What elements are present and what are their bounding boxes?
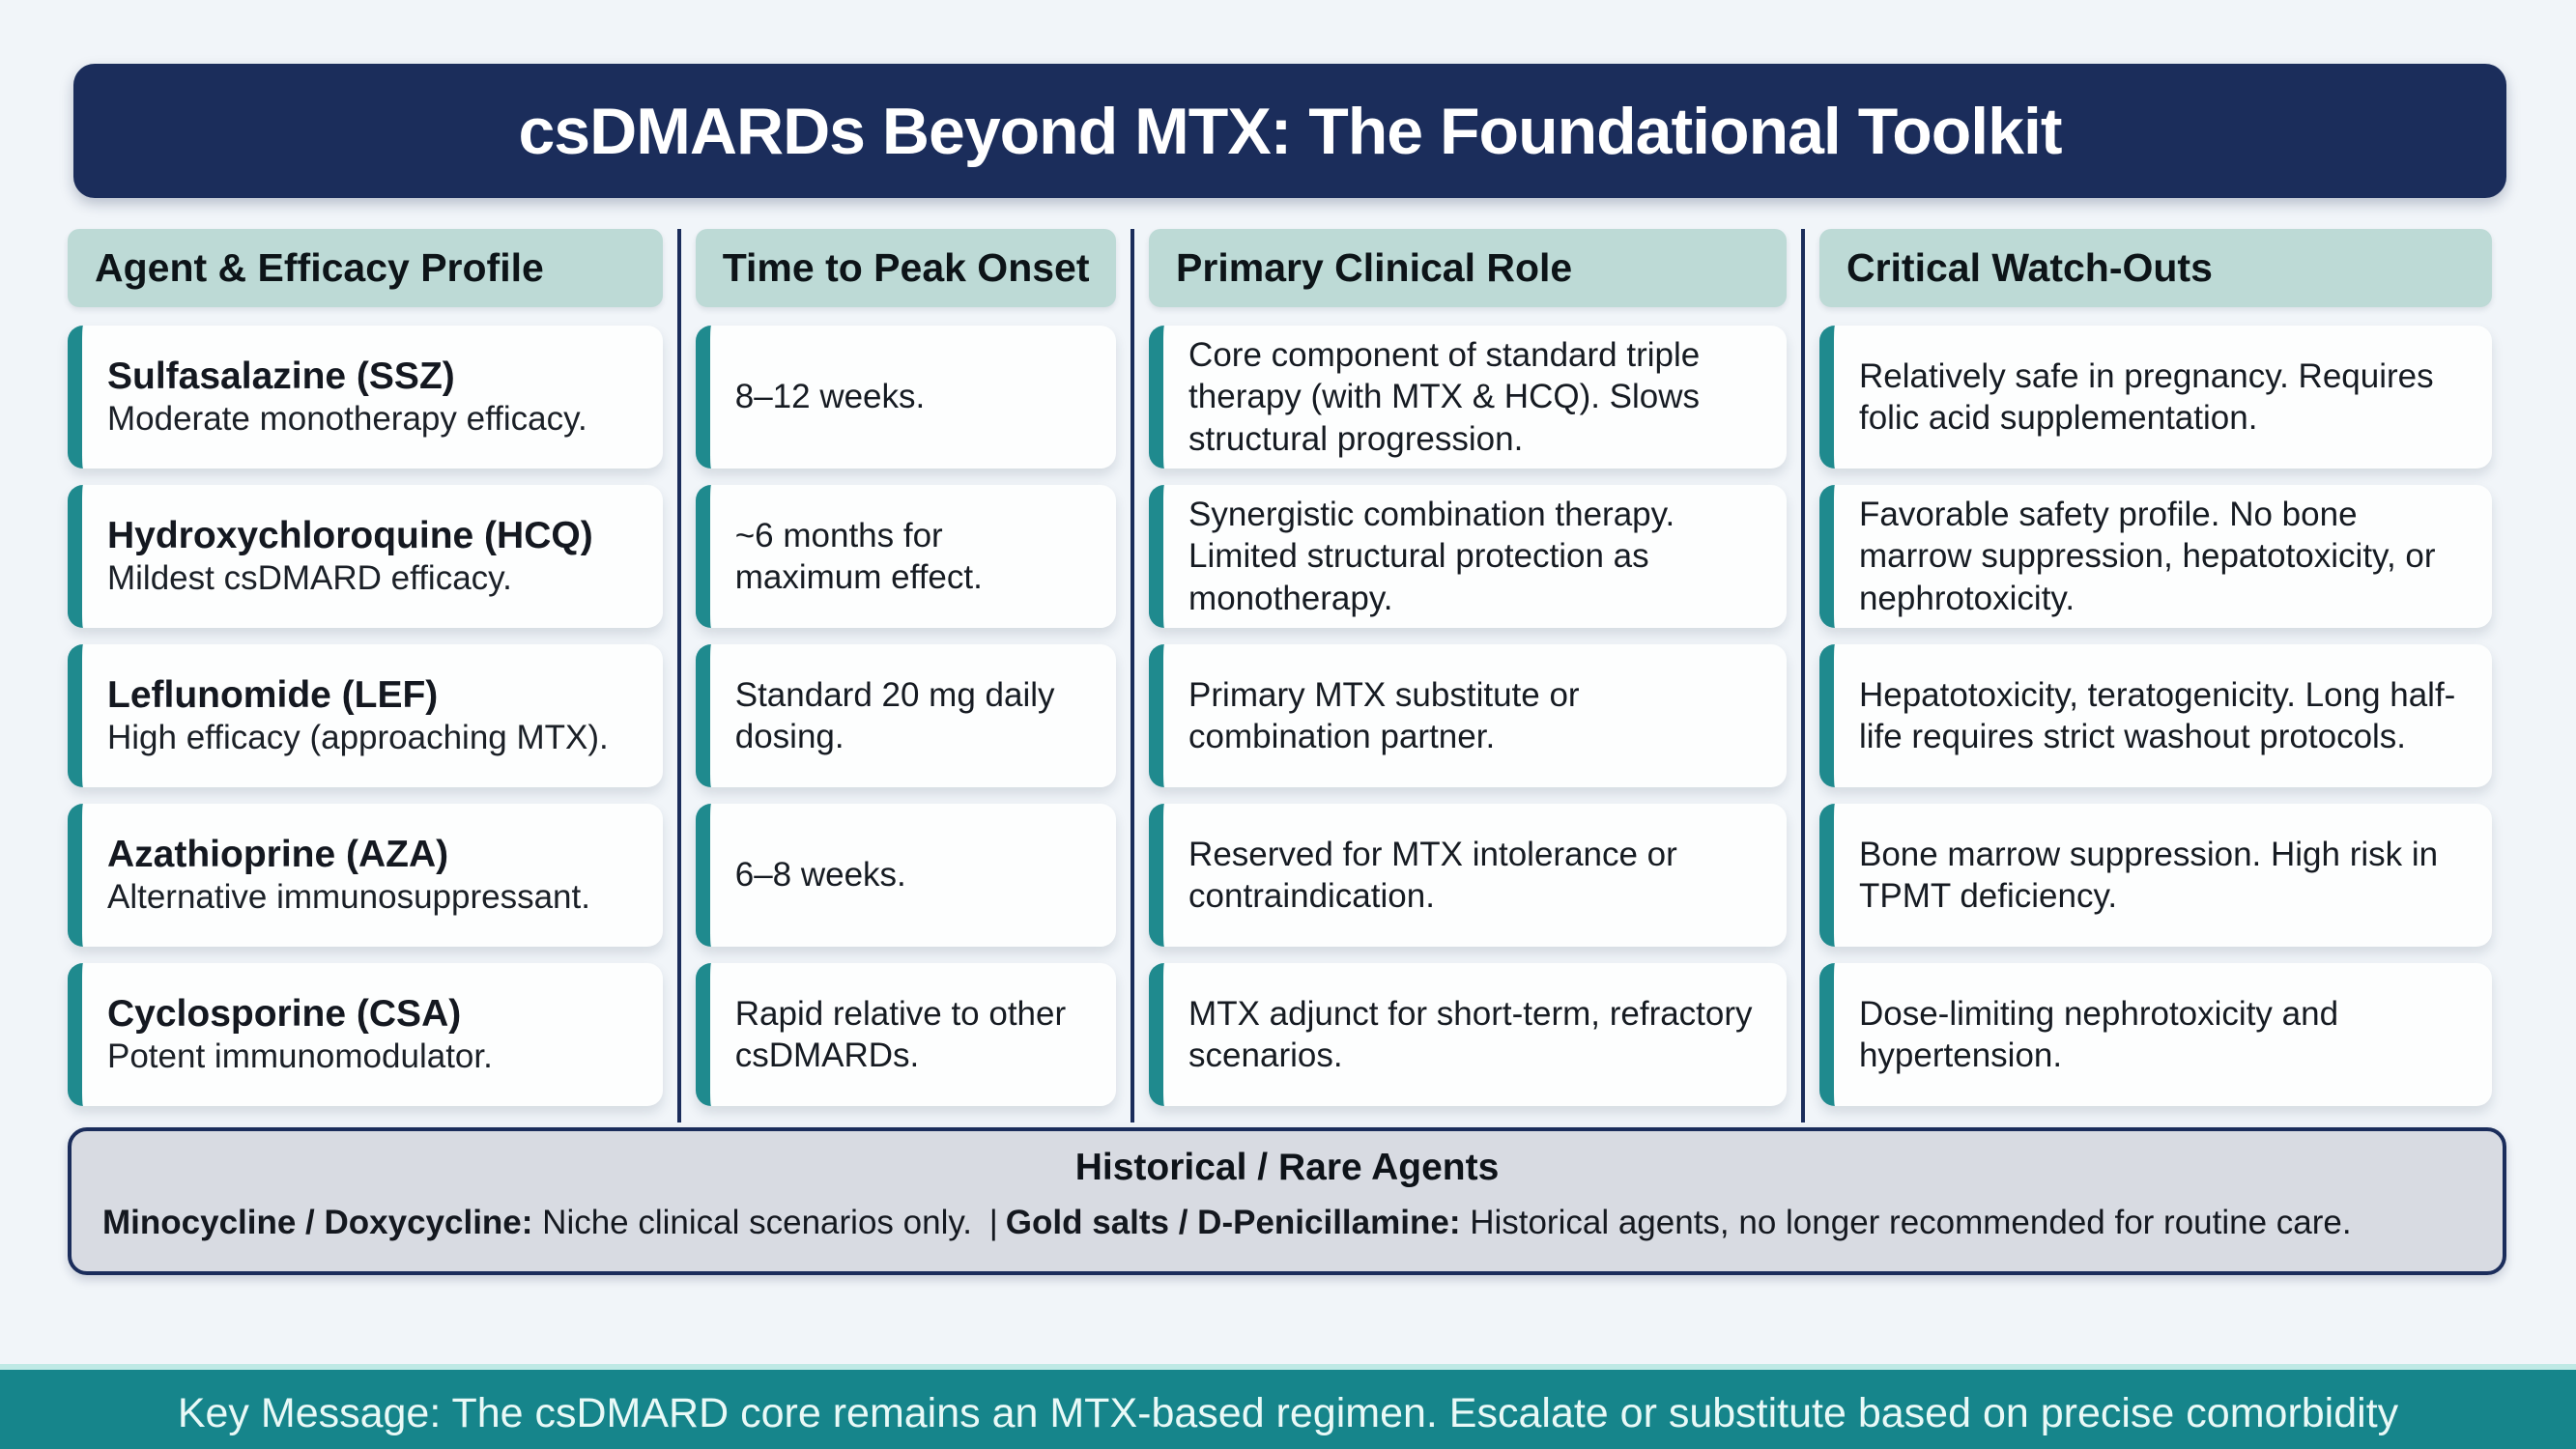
key-message-line1: Key Message: The csDMARD core remains an… (177, 1390, 2399, 1436)
watchout-card-aza: Bone marrow suppression. High risk in TP… (1818, 804, 2492, 947)
agent-card-csa: Cyclosporine (CSA) Potent immunomodulato… (68, 963, 663, 1106)
role-text: MTX adjunct for short-term, refractory s… (1188, 994, 1753, 1074)
column-header-onset: Time to Peak Onset (695, 229, 1117, 307)
drug-efficacy: Mildest csDMARD efficacy. (107, 559, 512, 598)
role-card-hcq: Synergistic combination therapy. Limited… (1149, 485, 1787, 628)
column-onset: Time to Peak Onset 8–12 weeks. ~6 months… (676, 229, 1131, 1122)
column-clinical-role: Primary Clinical Role Core component of … (1131, 229, 1801, 1122)
watchout-card-lef: Hepatotoxicity, teratogenicity. Long hal… (1818, 644, 2492, 787)
drug-efficacy: Alternative immunosuppressant. (107, 878, 590, 917)
onset-card-csa: Rapid relative to other csDMARDs. (695, 963, 1117, 1106)
onset-card-hcq: ~6 months for maximum effect. (695, 485, 1117, 628)
watchout-text: Favorable safety profile. No bone marrow… (1858, 495, 2436, 617)
historical-body: Minocycline / Doxycycline: Niche clinica… (102, 1203, 2472, 1243)
onset-text: ~6 months for maximum effect. (734, 516, 983, 596)
page-title: csDMARDs Beyond MTX: The Foundational To… (518, 94, 2062, 168)
column-agent-efficacy: Agent & Efficacy Profile Sulfasalazine (… (68, 229, 677, 1122)
key-message-footer: Key Message: The csDMARD core remains an… (0, 1364, 2576, 1449)
column-header-watchouts: Critical Watch-Outs (1818, 229, 2492, 307)
agent-card-aza: Azathioprine (AZA) Alternative immunosup… (68, 804, 663, 947)
drug-efficacy: High efficacy (approaching MTX). (107, 719, 609, 757)
watchout-text: Bone marrow suppression. High risk in TP… (1858, 835, 2439, 915)
historical-item1-text: Niche clinical scenarios only. (532, 1204, 982, 1241)
drug-name: Hydroxychloroquine (HCQ) (107, 514, 593, 556)
role-card-ssz: Core component of standard triple therap… (1149, 326, 1787, 469)
agent-card-lef: Leflunomide (LEF) High efficacy (approac… (68, 644, 663, 787)
historical-item2-label: Gold salts / D-Penicillamine: (1005, 1204, 1461, 1241)
watchout-text: Hepatotoxicity, teratogenicity. Long hal… (1858, 675, 2456, 755)
title-banner: csDMARDs Beyond MTX: The Foundational To… (73, 64, 2506, 198)
csdmards-infographic: csDMARDs Beyond MTX: The Foundational To… (0, 64, 2576, 1449)
drug-name: Cyclosporine (CSA) (107, 992, 462, 1035)
key-message-text: Key Message: The csDMARD core remains an… (104, 1370, 2472, 1449)
agent-card-hcq: Hydroxychloroquine (HCQ) Mildest csDMARD… (68, 485, 663, 628)
watchout-card-hcq: Favorable safety profile. No bone marrow… (1818, 485, 2492, 628)
onset-card-aza: 6–8 weeks. (695, 804, 1117, 947)
role-card-csa: MTX adjunct for short-term, refractory s… (1149, 963, 1787, 1106)
historical-item2-text: Historical agents, no longer recommended… (1460, 1204, 2352, 1241)
role-text: Primary MTX substitute or combination pa… (1188, 675, 1580, 755)
role-text: Synergistic combination therapy. Limited… (1188, 495, 1675, 617)
column-header-agent-efficacy: Agent & Efficacy Profile (68, 229, 663, 307)
column-header-clinical-role: Primary Clinical Role (1149, 229, 1787, 307)
drug-name: Sulfasalazine (SSZ) (107, 355, 455, 397)
onset-card-lef: Standard 20 mg daily dosing. (695, 644, 1117, 787)
role-card-aza: Reserved for MTX intolerance or contrain… (1149, 804, 1787, 947)
drug-efficacy: Moderate monotherapy efficacy. (107, 400, 587, 439)
column-watchouts: Critical Watch-Outs Relatively safe in p… (1800, 229, 2506, 1122)
watchout-text: Relatively safe in pregnancy. Requires f… (1858, 356, 2434, 437)
historical-rare-agents-box: Historical / Rare Agents Minocycline / D… (68, 1127, 2506, 1275)
watchout-card-ssz: Relatively safe in pregnancy. Requires f… (1818, 326, 2492, 469)
historical-item1-label: Minocycline / Doxycycline: (102, 1204, 533, 1241)
agent-card-ssz: Sulfasalazine (SSZ) Moderate monotherapy… (68, 326, 663, 469)
agents-table: Agent & Efficacy Profile Sulfasalazine (… (68, 229, 2506, 1122)
role-card-lef: Primary MTX substitute or combination pa… (1149, 644, 1787, 787)
onset-text: 6–8 weeks. (734, 856, 906, 895)
onset-card-ssz: 8–12 weeks. (695, 326, 1117, 469)
onset-text: Standard 20 mg daily dosing. (734, 675, 1055, 755)
historical-separator: | (988, 1204, 998, 1241)
drug-name: Azathioprine (AZA) (107, 833, 449, 875)
historical-title: Historical / Rare Agents (1074, 1147, 1500, 1188)
role-text: Reserved for MTX intolerance or contrain… (1188, 835, 1677, 915)
onset-text: Rapid relative to other csDMARDs. (734, 994, 1067, 1074)
onset-text: 8–12 weeks. (734, 378, 926, 416)
watchout-card-csa: Dose-limiting nephrotoxicity and hyperte… (1818, 963, 2492, 1106)
role-text: Core component of standard triple therap… (1188, 335, 1701, 458)
drug-name: Leflunomide (LEF) (107, 673, 439, 716)
watchout-text: Dose-limiting nephrotoxicity and hyperte… (1858, 994, 2339, 1074)
drug-efficacy: Potent immunomodulator. (107, 1037, 493, 1076)
